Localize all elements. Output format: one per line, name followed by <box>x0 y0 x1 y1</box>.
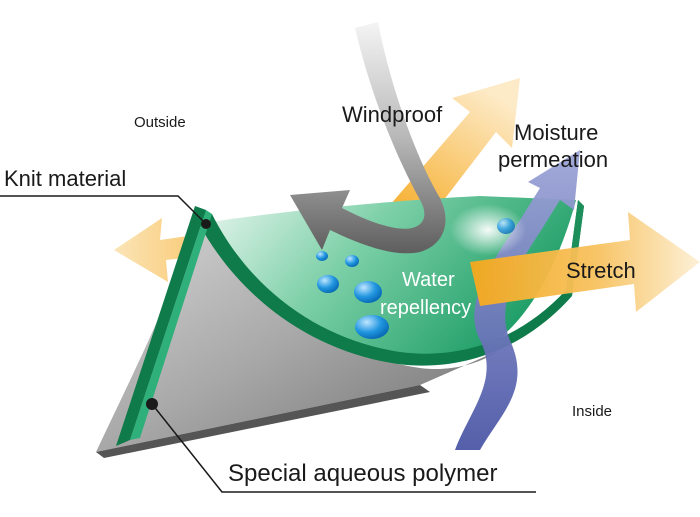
knit-left-edge <box>116 206 206 446</box>
droplet-glow <box>450 204 526 256</box>
water-droplet <box>354 281 382 303</box>
special-polymer-label: Special aqueous polymer <box>228 460 498 487</box>
knit-material-label: Knit material <box>4 166 127 191</box>
water-droplet <box>345 255 359 267</box>
water-droplet <box>317 275 339 293</box>
polymer-leader <box>151 403 536 493</box>
moisture-label-line2: permeation <box>498 147 609 172</box>
water-droplet <box>497 218 515 234</box>
knit-material-layer <box>198 200 584 366</box>
stretch-label: Stretch <box>566 258 636 283</box>
windproof-arrow <box>290 22 446 254</box>
water-droplet <box>316 251 328 261</box>
polymer-layer <box>96 215 500 452</box>
inside-label: Inside <box>572 403 613 420</box>
outside-label: Outside <box>134 114 186 131</box>
knit-material-dot <box>201 219 211 229</box>
windproof-label: Windproof <box>342 102 443 127</box>
stretch-arrow-right <box>470 212 700 312</box>
moisture-arrow <box>455 150 580 450</box>
polymer-dot <box>146 398 158 410</box>
knit-material-leader <box>0 195 206 224</box>
water-repellency-label-line2: repellency <box>380 297 472 319</box>
knit-left-edge-light <box>130 210 212 440</box>
moisture-label-line1: Moisture <box>514 120 599 145</box>
water-repellency-label-line1: Water <box>402 269 455 291</box>
water-droplet <box>355 315 389 339</box>
